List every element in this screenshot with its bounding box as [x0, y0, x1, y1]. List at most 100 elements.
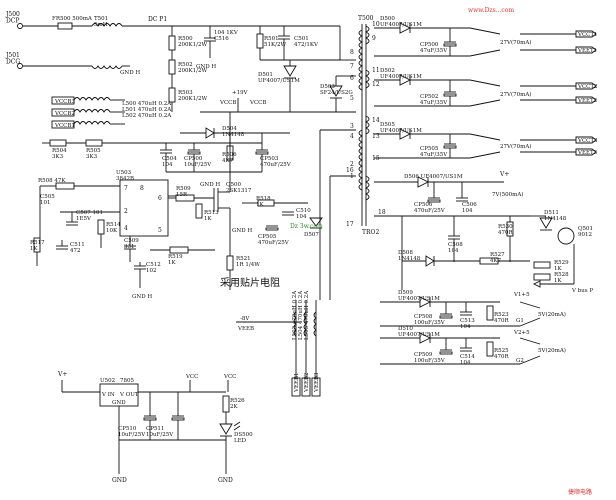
svg-text:7: 7: [350, 63, 354, 70]
vplus-7v-label: V+: [499, 171, 509, 178]
svg-text:7: 7: [124, 185, 128, 192]
veeb-label: VEEB: [237, 326, 254, 332]
smd-resistor-note: 采用贴片电阻: [220, 276, 280, 289]
vccb3-label: VCCB3: [54, 99, 75, 105]
vout-label: V OUT: [119, 392, 139, 398]
svg-text:8: 8: [140, 185, 144, 192]
gnd1-label: GND: [112, 477, 127, 484]
watermark-mid: Dz 3w.com: [290, 223, 323, 230]
vplus-bottom-label: V+: [57, 371, 67, 378]
svg-text:2: 2: [350, 161, 354, 168]
minus8v-label: -8V: [240, 316, 250, 322]
vcc1-label: VCC: [185, 374, 198, 380]
svg-text:11: 11: [372, 67, 380, 74]
v27-3-label: 27V(70mA): [500, 143, 531, 150]
u502-part-label: 7805: [120, 378, 134, 384]
vccb-label-2: VCCB: [249, 100, 266, 106]
watermark-top: www.Dzs...com: [468, 7, 514, 14]
t500-label: T500: [358, 15, 374, 22]
veet2-label: VEET2: [577, 98, 597, 104]
v27-1-label: 27V(70mA): [500, 39, 531, 46]
v27-2-label: 27V(70mA): [500, 91, 531, 98]
gnd-h3-label: GND H: [200, 182, 220, 188]
u503-chip: [119, 179, 169, 237]
gnd-h5-label: GND H: [232, 228, 252, 234]
svg-text:1: 1: [350, 173, 354, 180]
svg-text:15: 15: [372, 155, 380, 162]
v5ma-2-label: 5V(20mA): [538, 347, 566, 354]
v5ma-1-label: 5V(20mA): [538, 311, 566, 318]
vccb-net-label: VCCB: [219, 100, 236, 106]
veet3-label: VEET3: [577, 150, 598, 156]
svg-text:13: 13: [372, 133, 380, 140]
vccb2-label: VCCB2: [54, 111, 75, 117]
svg-text:6: 6: [158, 195, 162, 202]
u502-label: U502: [100, 378, 115, 384]
vin-label: V IN: [101, 392, 115, 398]
vcct3-label: VCCT3: [577, 138, 598, 144]
d507-label: D507: [304, 232, 319, 238]
gnd-pin-label: GND: [112, 400, 126, 406]
v1plus5-label: V1+5: [513, 292, 530, 298]
vbusp-label: V bus P: [571, 288, 593, 294]
gnd-h2-label: GND H: [196, 64, 216, 70]
gnd2-label: GND: [218, 477, 233, 484]
svg-text:9: 9: [372, 35, 376, 42]
vcct1-label: VCCT1: [577, 32, 598, 38]
gnd-h4-label: GND H: [132, 294, 152, 300]
dcp1-label: DC P1: [148, 16, 167, 23]
svg-text:17: 17: [346, 221, 354, 228]
svg-text:2: 2: [124, 208, 128, 215]
gnd-h1-label: GND H: [120, 70, 140, 76]
veeb2-label: VEEB2: [304, 372, 310, 393]
d506-label: D506 UF4007/US1M: [404, 174, 463, 180]
svg-text:4: 4: [350, 133, 354, 140]
r508-label: R508 47K: [38, 178, 66, 184]
veeb1-label: VEEB1: [294, 372, 300, 393]
svg-text:6: 6: [350, 75, 354, 82]
svg-text:8: 8: [350, 49, 354, 56]
vcct2-label: VCCT2: [577, 84, 598, 90]
